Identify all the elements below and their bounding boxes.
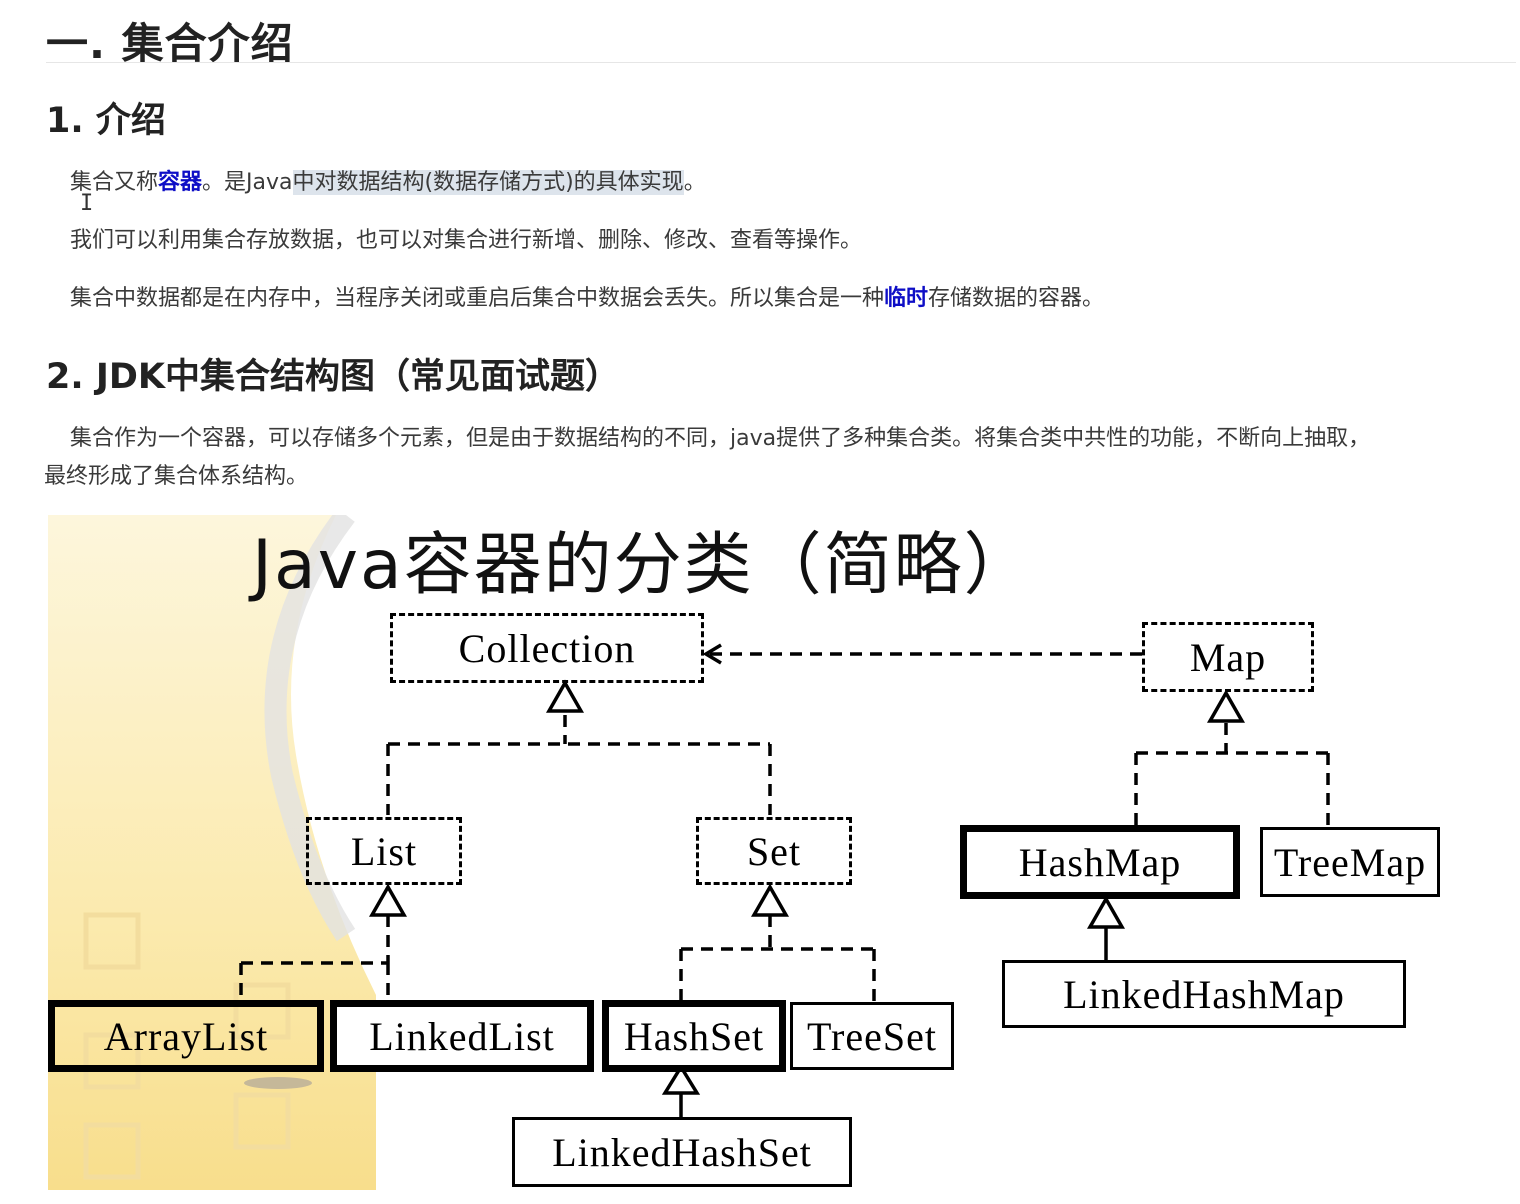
link-container[interactable]: 容器	[158, 170, 203, 195]
p1-end: 。	[683, 170, 706, 195]
node-linkedhashmap: LinkedHashMap	[1002, 960, 1406, 1028]
section-2-title: 2. JDK中集合结构图（常见面试题）	[46, 357, 621, 397]
slide-background	[48, 515, 376, 1190]
p1-before: 集合又称	[70, 170, 159, 195]
node-hashmap: HashMap	[960, 825, 1240, 899]
node-treemap: TreeMap	[1260, 827, 1440, 897]
link-temporary[interactable]: 临时	[884, 286, 929, 311]
node-set: Set	[696, 817, 852, 885]
node-map: Map	[1142, 622, 1314, 692]
text-cursor-icon: I	[80, 191, 94, 216]
structure-paragraph-line-2: 最终形成了集合体系结构。	[44, 464, 309, 489]
intro-paragraph-3: 集合中数据都是在内存中，当程序关闭或重启后集合中数据会丢失。所以集合是一种临时存…	[70, 280, 1104, 318]
collection-hierarchy-diagram: Java容器的分类（简略） Collection Map List Set Ha…	[46, 515, 1520, 1195]
diagram-background-and-connectors	[48, 515, 1330, 1190]
node-arraylist: ArrayList	[48, 1000, 324, 1072]
p1-mid: 。是Java	[202, 170, 293, 195]
arrowheads	[368, 643, 1246, 1095]
node-treeset: TreeSet	[790, 1002, 954, 1070]
node-collection: Collection	[390, 613, 704, 683]
structure-paragraph-line-1: 集合作为一个容器，可以存储多个元素，但是由于数据结构的不同，java提供了多种集…	[70, 426, 1371, 451]
page-heading: 一. 集合介绍	[46, 19, 294, 68]
p3-before: 集合中数据都是在内存中，当程序关闭或重启后集合中数据会丢失。所以集合是一种	[70, 286, 885, 311]
node-hashset: HashSet	[602, 1000, 786, 1072]
intro-paragraph-2: 我们可以利用集合存放数据，也可以对集合进行新增、删除、修改、查看等操作。	[70, 228, 863, 253]
diagram-title: Java容器的分类（简略）	[252, 526, 1034, 605]
node-linkedhashset: LinkedHashSet	[512, 1117, 852, 1187]
section-1-title: 1. 介绍	[46, 101, 166, 141]
dashed-connectors	[239, 652, 1330, 1002]
heading-divider	[46, 62, 1516, 63]
p3-end: 存储数据的容器。	[928, 286, 1105, 311]
node-linkedlist: LinkedList	[330, 1000, 594, 1072]
node-list: List	[306, 817, 462, 885]
selected-text-highlight: 中对数据结构(数据存储方式)的具体实现	[292, 170, 684, 195]
intro-paragraph-1: 集合又称容器。是Java中对数据结构(数据存储方式)的具体实现。	[70, 164, 706, 202]
